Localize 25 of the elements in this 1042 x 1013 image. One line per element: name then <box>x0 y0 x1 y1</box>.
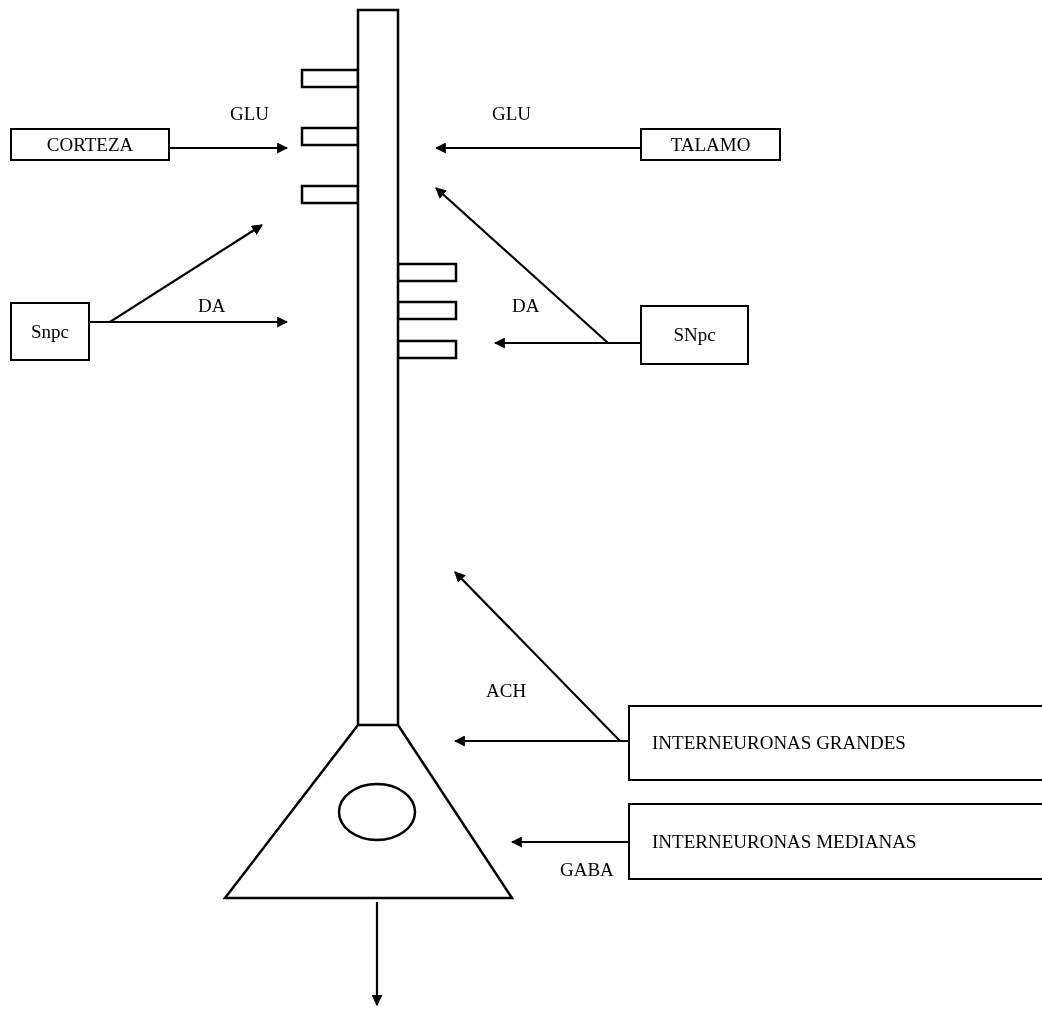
source-box <box>640 128 781 161</box>
edge-label: GLU <box>492 104 532 123</box>
source-label: Snpc <box>31 320 69 343</box>
edge-label: GLU <box>230 104 270 123</box>
arrow <box>434 142 640 154</box>
edge-label: DA <box>512 296 540 315</box>
source-box <box>628 705 1042 781</box>
source-box <box>10 128 170 161</box>
source-box <box>640 305 749 365</box>
source-label: CORTEZA <box>46 133 134 156</box>
source-label: SNpc <box>673 324 716 346</box>
arrow <box>510 836 628 848</box>
arrow <box>453 735 628 747</box>
edge-label: ACH <box>486 681 527 700</box>
edge-label: DA <box>198 296 226 315</box>
arrow <box>170 142 289 154</box>
source-box <box>628 803 1042 880</box>
source-label: INTERNEURONAS MEDIANAS <box>652 830 917 853</box>
source-box <box>10 302 90 361</box>
source-label: TALAMO <box>670 133 751 156</box>
arrow <box>371 902 383 1007</box>
source-label: INTERNEURONAS GRANDES <box>652 732 906 754</box>
edge-label: GABA <box>560 860 614 879</box>
arrow <box>90 316 289 328</box>
arrow <box>493 337 640 349</box>
